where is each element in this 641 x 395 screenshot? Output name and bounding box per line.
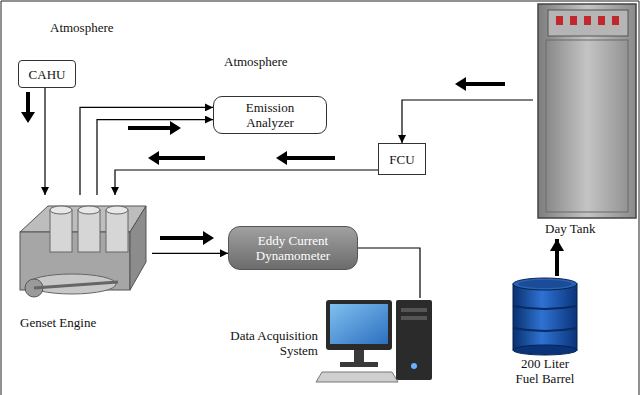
day-tank-node: Day Tank [533,0,639,238]
flow-line [115,170,378,195]
box-text: FCU [389,152,414,167]
flow-line [44,88,45,195]
barrel-node: 200 Liter Fuel Barrel [500,276,590,388]
flow-arrows [21,77,505,245]
flow-line [358,248,420,298]
process-box: CAHU [18,60,76,88]
computer-node: Data Acquisition System [218,298,433,388]
fuel-barrel-picture [513,278,577,355]
flow-line [402,100,533,143]
label-holder: Atmosphere [224,54,288,69]
box-text: CAHU [29,67,66,82]
flow-line [555,239,559,276]
box-text: Emission Analyzer [230,100,310,130]
picture-caption: 200 Liter Fuel Barrel [512,356,578,386]
flow-line [80,107,213,195]
analyzer-box: Emission Analyzer [213,96,327,134]
computer-picture [316,300,432,382]
flow-line [152,253,228,254]
label-holder: Atmosphere [50,20,114,35]
atmosphere-label: Atmosphere [224,54,288,69]
picture-caption: Genset Engine [20,315,96,330]
dynamometer-box: Eddy Current Dynamometer [228,226,358,270]
process-box: FCU [378,143,426,175]
atmosphere-label: Atmosphere [50,20,114,35]
picture-caption: Data Acquisition System [218,328,318,358]
day-tank-picture [538,4,636,218]
picture-caption: Day Tank [545,221,595,236]
engine-picture [20,206,146,297]
engine-node: Genset Engine [12,195,152,332]
box-text: Eddy Current Dynamometer [243,233,343,263]
